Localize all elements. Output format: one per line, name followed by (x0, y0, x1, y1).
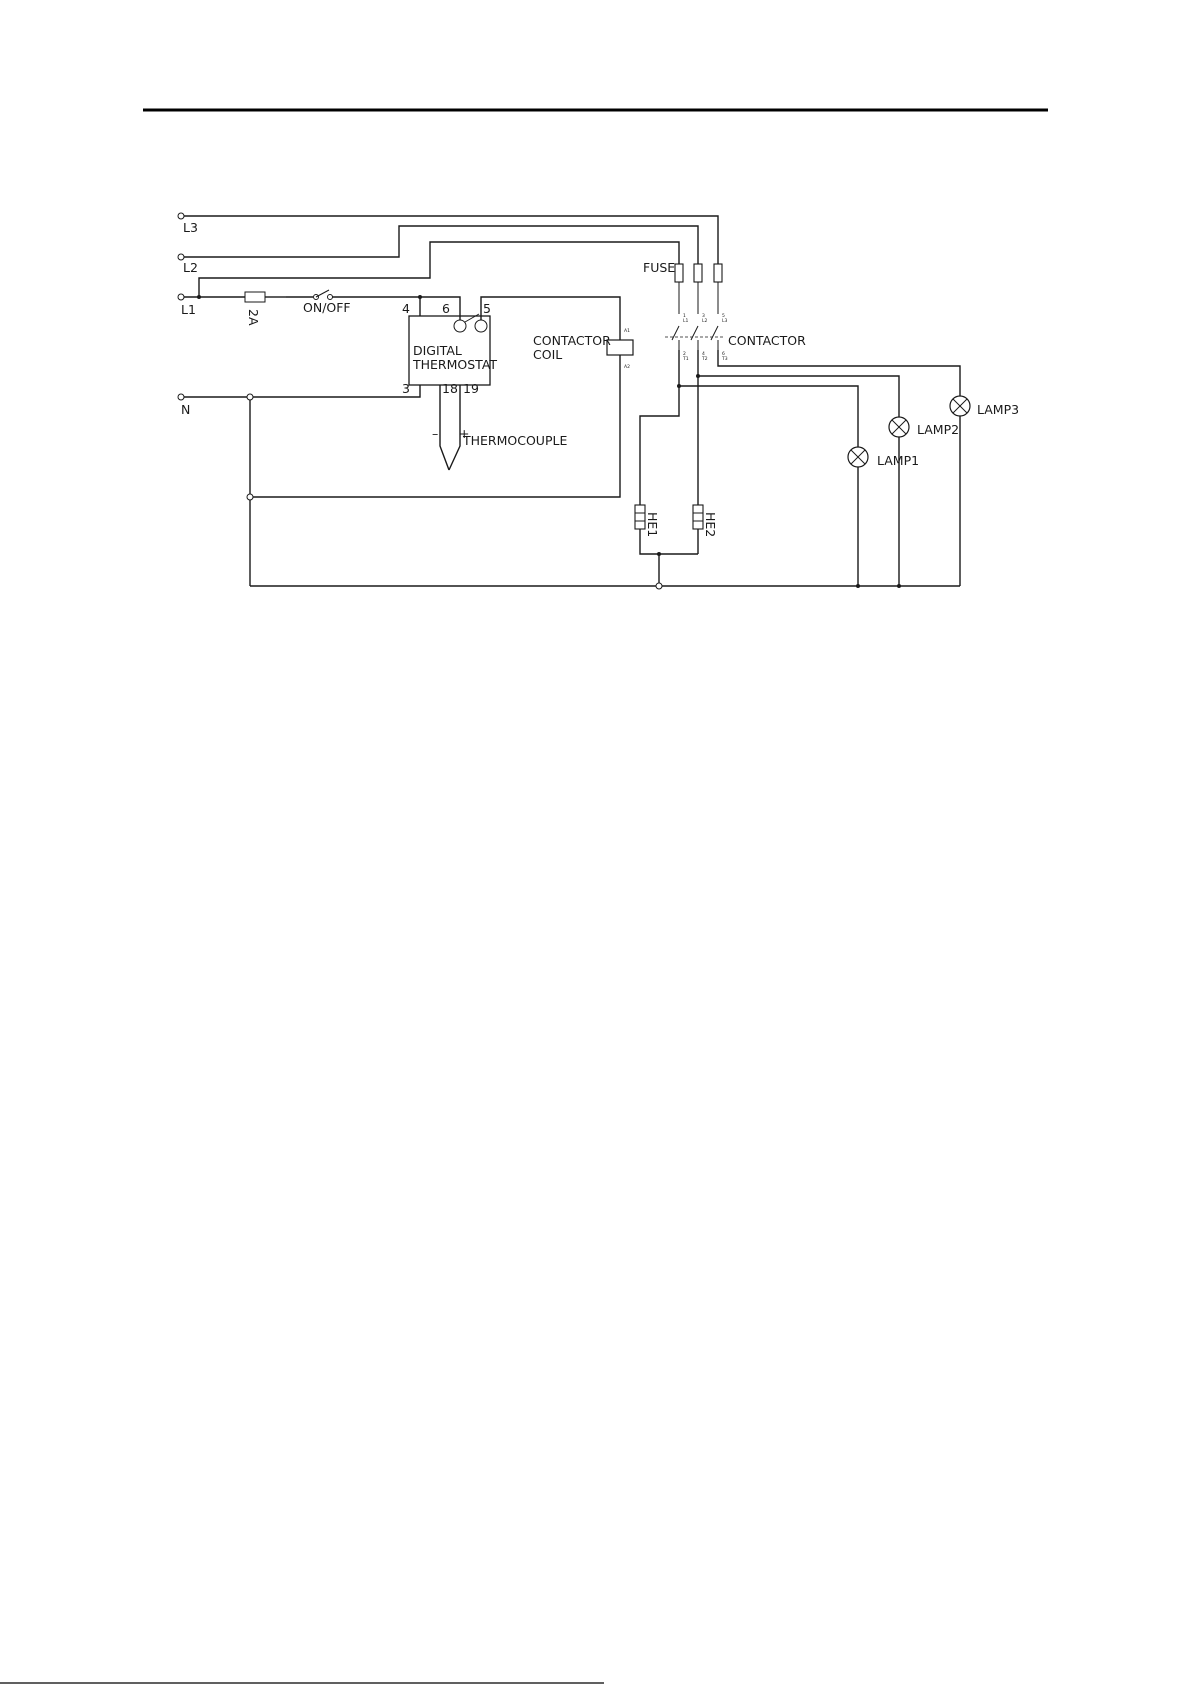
terminal-label-19: 19 (463, 381, 479, 396)
wire-lamp2 (698, 376, 899, 586)
lamp1-label: LAMP1 (877, 453, 919, 468)
wire-lamp1 (679, 386, 858, 586)
thermostat-contact-6 (454, 320, 466, 332)
coil-a2: A2 (624, 364, 630, 370)
thermostat-label-line2: THERMOSTAT (412, 357, 497, 372)
contactor-label: CONTACTOR (728, 333, 806, 348)
thermocouple-label: THERMOCOUPLE (462, 433, 567, 448)
contactor-coil-label-line1: CONTACTOR (533, 333, 611, 348)
lamp3-symbol (950, 396, 970, 416)
thermostat-contact-5 (475, 320, 487, 332)
junction-n1 (247, 394, 253, 400)
lamp2-label: LAMP2 (917, 422, 959, 437)
junction-n2 (247, 494, 253, 500)
junction-bus (656, 583, 662, 589)
contactor-term-l1: L1 (683, 318, 689, 324)
wires (183, 216, 960, 586)
wire-l1-branch (199, 242, 679, 297)
fuse-label: FUSE (643, 260, 675, 275)
junction-term4 (418, 295, 422, 299)
fuse-2a-symbol (245, 292, 265, 302)
junction-bus-lamp2 (897, 584, 901, 588)
fuse-l2 (694, 264, 702, 282)
line-label-l2: L2 (183, 260, 198, 275)
relay-contact (465, 314, 479, 322)
junction-heaters (657, 552, 661, 556)
line-label-l3: L3 (183, 220, 198, 235)
terminal-label-3: 3 (402, 381, 410, 396)
junction-l1 (197, 295, 201, 299)
fuse-2a-label: 2A (246, 309, 261, 326)
heater-he1-symbol (635, 505, 645, 529)
coil-a1: A1 (624, 328, 630, 334)
terminal-label-6: 6 (442, 301, 450, 316)
contactor-term-t2: T2 (701, 356, 708, 362)
line-label-l1: L1 (181, 302, 196, 317)
contactor-term-t3: T3 (721, 356, 728, 362)
terminals (178, 213, 901, 589)
line-label-n: N (181, 402, 190, 417)
contactor-term-l3: L3 (722, 318, 728, 324)
terminal-l1 (178, 294, 184, 300)
contactor-switches (665, 326, 725, 350)
thermocouple-minus: – (432, 426, 438, 441)
terminal-l3 (178, 213, 184, 219)
heater-he2-symbol (693, 505, 703, 529)
junction-bus-lamp1 (856, 584, 860, 588)
lamp3-label: LAMP3 (977, 402, 1019, 417)
junction-lamp1 (677, 384, 681, 388)
fuse-l1 (675, 264, 683, 282)
wire-l2 (183, 226, 698, 264)
fuse-l3 (714, 264, 722, 282)
switch-symbol (286, 290, 333, 300)
switch-label: ON/OFF (303, 300, 351, 315)
thermostat-label-line1: DIGITAL (413, 343, 462, 358)
terminal-label-5: 5 (483, 301, 491, 316)
junction-lamp2 (696, 374, 700, 378)
contactor-term-t1: T1 (682, 356, 689, 362)
heater-he1-label: HE1 (645, 512, 660, 537)
heater-he2-label: HE2 (703, 512, 718, 537)
terminal-n (178, 394, 184, 400)
terminal-label-18: 18 (442, 381, 458, 396)
contactor-term-l2: L2 (702, 318, 708, 324)
terminal-label-4: 4 (402, 301, 410, 316)
wire-tc-minus (440, 385, 449, 470)
contactor-coil-label-line2: COIL (533, 347, 562, 362)
wire-n (183, 385, 420, 397)
lamp1-symbol (848, 447, 868, 467)
contactor-coil-symbol (607, 340, 633, 355)
lamp2-symbol (889, 417, 909, 437)
